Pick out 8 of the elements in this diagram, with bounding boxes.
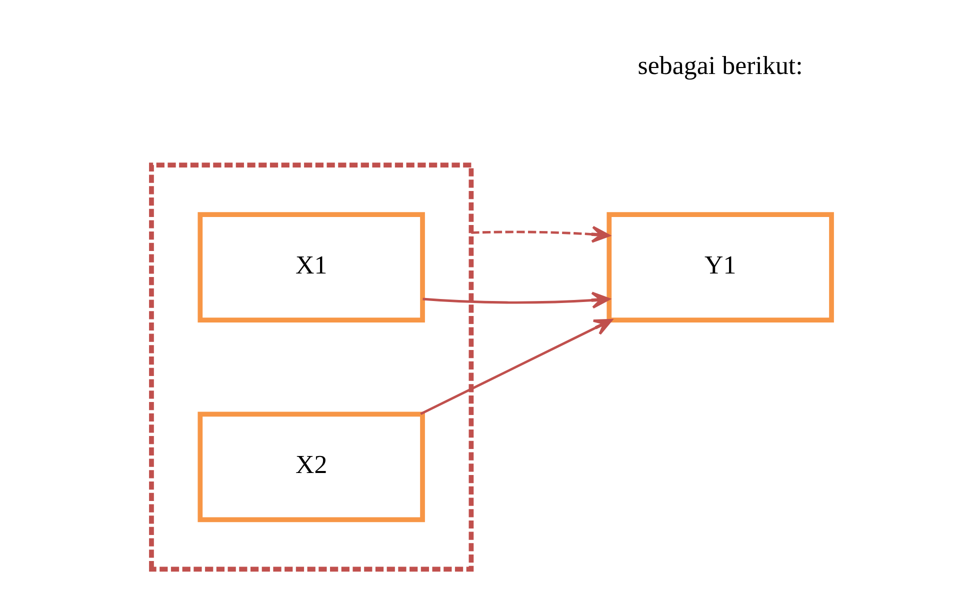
- arrow: [422, 292, 610, 309]
- label: sebagai berikut:: [637, 50, 802, 80]
- node-box: X1: [197, 212, 424, 322]
- node-box: X2: [197, 412, 424, 522]
- node-box: Y1: [606, 212, 834, 322]
- arrow: [420, 318, 612, 415]
- cluster: [148, 162, 474, 572]
- arrow: [470, 226, 610, 243]
